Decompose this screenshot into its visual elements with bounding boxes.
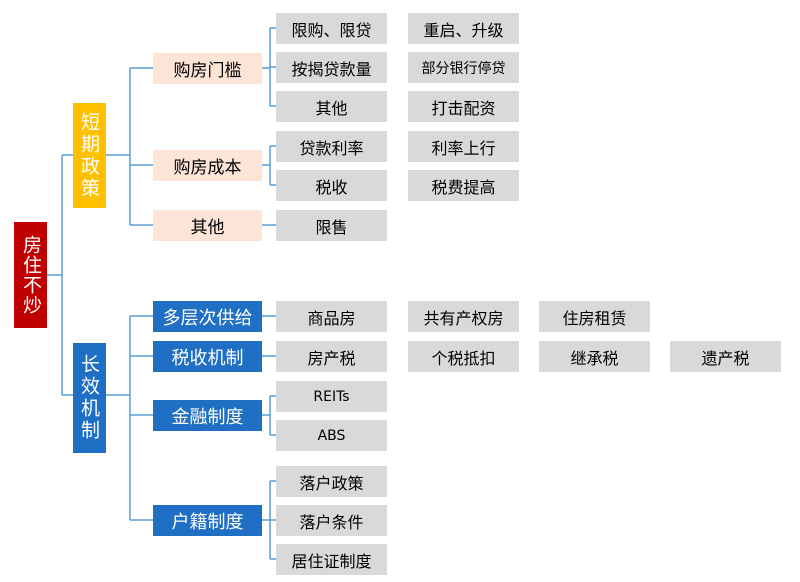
- outcome-restart-upgrade: 重启、升级: [408, 13, 519, 44]
- group-hukou: 户籍制度: [153, 505, 262, 536]
- leaf-shared-ownership: 共有产权房: [408, 301, 519, 332]
- leaf-commercial-housing: 商品房: [276, 301, 387, 332]
- leaf-limits: 限购、限贷: [276, 13, 387, 44]
- leaf-threshold-other: 其他: [276, 91, 387, 122]
- group-supply: 多层次供给: [153, 301, 262, 332]
- leaf-property-tax: 房产税: [276, 341, 387, 372]
- leaf-rental: 住房租赁: [539, 301, 650, 332]
- leaf-settlement-policy: 落户政策: [276, 466, 387, 497]
- group-short-other: 其他: [153, 210, 262, 241]
- outcome-tax-up: 税费提高: [408, 170, 519, 201]
- short-term-node: 短期政策: [73, 103, 106, 208]
- leaf-reits: REITs: [276, 381, 387, 412]
- outcome-crackdown: 打击配资: [408, 91, 519, 122]
- outcome-rate-up: 利率上行: [408, 131, 519, 162]
- leaf-tax: 税收: [276, 170, 387, 201]
- leaf-estate-tax: 遗产税: [670, 341, 781, 372]
- leaf-abs: ABS: [276, 420, 387, 451]
- group-finance: 金融制度: [153, 400, 262, 431]
- leaf-loan-rate: 贷款利率: [276, 131, 387, 162]
- leaf-settlement-conditions: 落户条件: [276, 505, 387, 536]
- leaf-mortgage-volume: 按揭贷款量: [276, 52, 387, 83]
- group-cost: 购房成本: [153, 150, 262, 181]
- group-tax-system: 税收机制: [153, 341, 262, 372]
- leaf-inheritance-tax: 继承税: [539, 341, 650, 372]
- leaf-income-tax-deduction: 个税抵扣: [408, 341, 519, 372]
- leaf-residence-permit: 居住证制度: [276, 544, 387, 575]
- long-term-node: 长效机制: [73, 343, 106, 453]
- root-node: 房住不炒: [14, 222, 47, 328]
- leaf-resale-limit: 限售: [276, 210, 387, 241]
- outcome-bank-suspend: 部分银行停贷: [408, 52, 519, 83]
- group-threshold: 购房门槛: [153, 53, 262, 84]
